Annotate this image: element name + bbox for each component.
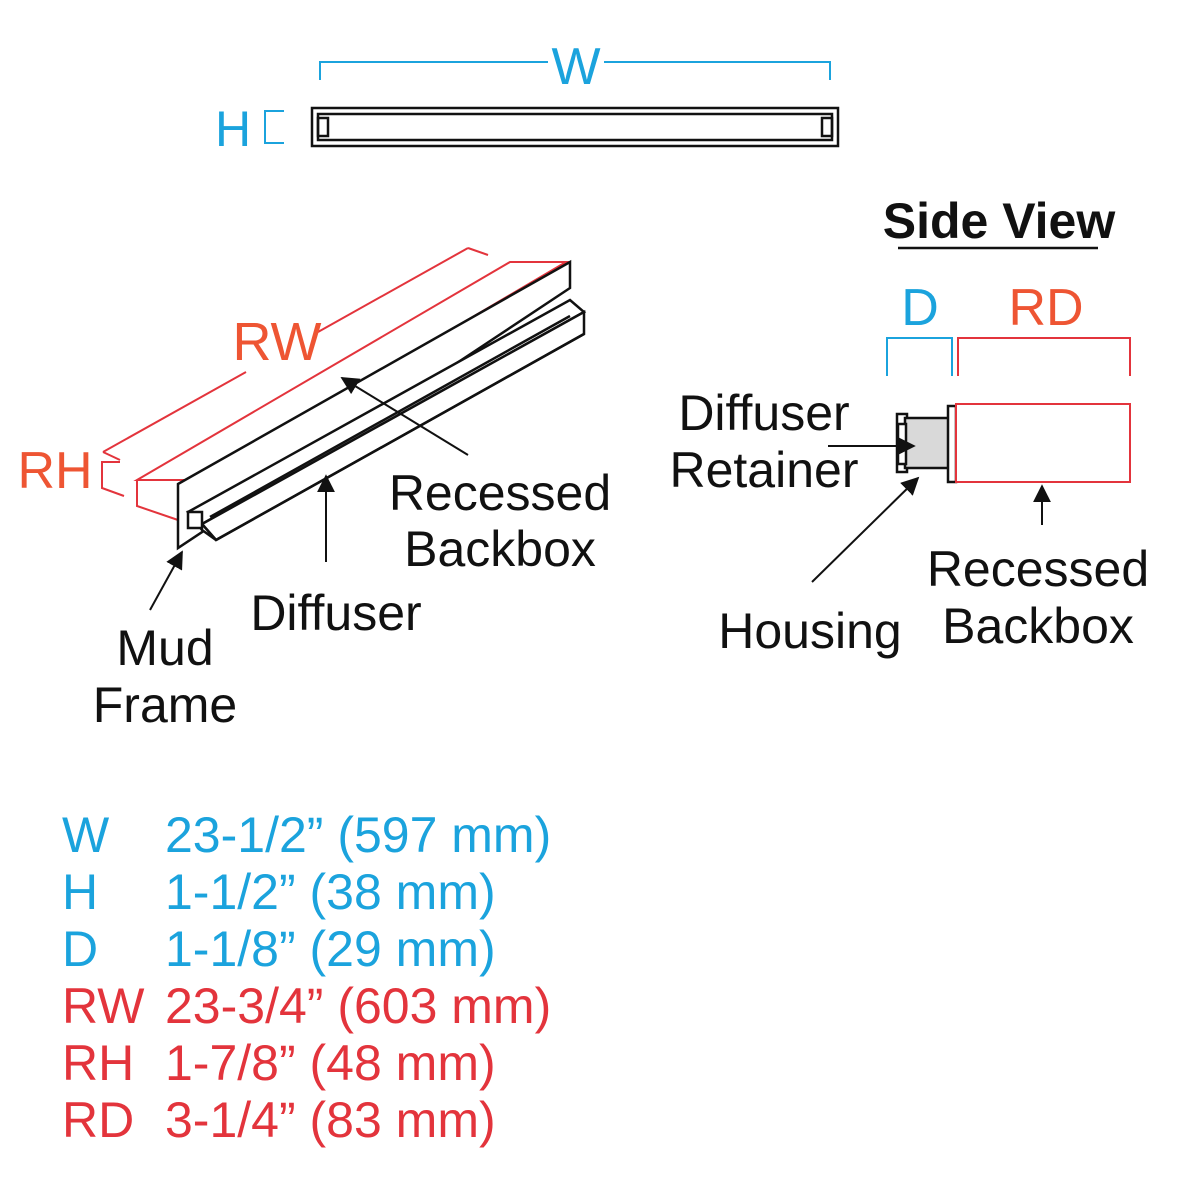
front-view: W H [215,38,840,157]
side-leader-lines [811,437,1051,583]
spec-value: 1-1/2” (38 mm) [165,864,496,920]
mud-frame-label-line1: Mud [116,620,213,676]
rh-label: RH [17,442,92,500]
spec-code: W [62,807,110,863]
spec-row: RH 1-7/8” (48 mm) [62,1035,496,1091]
spec-code: RD [62,1092,134,1148]
spec-value: 3-1/4” (83 mm) [165,1092,496,1148]
diffuser-front-outline [310,106,840,148]
diffuser-retainer-label-line2: Retainer [670,442,859,498]
dimension-spec-table: W 23-1/2” (597 mm) H 1-1/2” (38 mm) D 1-1/8” … [62,807,551,1148]
width-dimension-line [319,61,831,80]
diffuser-iso [185,298,587,542]
width-label: W [551,38,600,96]
spec-code: D [62,921,98,977]
rw-dimension-line [102,247,489,461]
side-recessed-backbox [955,403,1131,483]
spec-row: W 23-1/2” (597 mm) [62,807,551,863]
spec-value: 1-7/8” (48 mm) [165,1035,496,1091]
spec-row: RW 23-3/4” (603 mm) [62,978,551,1034]
rd-dimension-line [957,337,1131,376]
height-label: H [215,101,251,157]
spec-code: RH [62,1035,134,1091]
spec-code: RW [62,978,145,1034]
depth-dimension-line [886,337,953,376]
iso-diffuser-label: Diffuser [250,585,421,641]
spec-value: 1-1/8” (29 mm) [165,921,496,977]
rw-label: RW [233,312,322,372]
iso-leader-lines [149,377,469,611]
spec-row: H 1-1/2” (38 mm) [62,864,496,920]
diffuser-retainer-label-line1: Diffuser [678,385,849,441]
rd-label: RD [1008,279,1083,337]
mud-frame-label-line2: Frame [93,677,237,733]
depth-label: D [901,279,939,337]
side-housing [895,404,958,484]
housing-label: Housing [718,603,901,659]
side-view: Side View D RD Diffuser Retainer Housing… [670,193,1150,659]
side-view-title: Side View [883,193,1116,249]
iso-recessed-label-line2: Backbox [404,521,596,577]
side-recessed-label-line2: Backbox [942,598,1134,654]
recessed-backbox-iso [133,261,570,521]
spec-value: 23-3/4” (603 mm) [165,978,551,1034]
spec-code: H [62,864,98,920]
rh-dimension-line [101,461,125,497]
spec-value: 23-1/2” (597 mm) [165,807,551,863]
height-dimension-line [264,110,284,144]
spec-row: RD 3-1/4” (83 mm) [62,1092,496,1148]
isometric-view: RW RH Recessed Backbox Diffuser [17,247,611,733]
iso-recessed-label-line1: Recessed [389,465,611,521]
spec-row: D 1-1/8” (29 mm) [62,921,496,977]
side-recessed-label-line1: Recessed [927,541,1149,597]
